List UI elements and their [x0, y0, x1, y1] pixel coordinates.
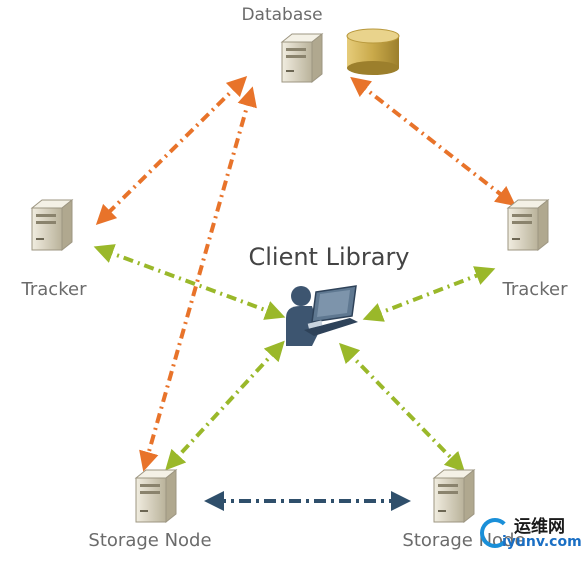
link-db-tracker-left	[95, 75, 248, 226]
tracker-right-server-icon	[506, 198, 550, 252]
link-db-tracker-right	[350, 76, 516, 207]
tracker-right-label: Tracker	[502, 279, 568, 300]
storage-node-left-server-icon	[134, 468, 178, 524]
storage-node-left-label: Storage Node	[88, 530, 212, 551]
client-library-label: Client Library	[248, 243, 410, 271]
watermark-chinese-text: 运维网	[514, 517, 565, 537]
link-client-tracker-right	[362, 266, 496, 322]
laptop-user-icon	[286, 285, 358, 346]
link-client-storage-left	[165, 340, 285, 471]
watermark-logo-icon	[480, 518, 510, 548]
database-server-icon	[280, 32, 324, 84]
link-client-storage-right	[339, 342, 465, 473]
link-db-storage-left	[139, 86, 257, 472]
database-label: Database	[241, 5, 323, 25]
watermark-domain-text: iyunv.com	[502, 534, 582, 550]
storage-node-right-server-icon	[432, 468, 476, 524]
database-cylinder-icon	[346, 28, 400, 75]
link-client-tracker-left	[93, 244, 286, 320]
watermark: 运维网 iyunv.com	[476, 510, 582, 556]
tracker-left-server-icon	[30, 198, 74, 252]
tracker-left-label: Tracker	[21, 279, 87, 300]
